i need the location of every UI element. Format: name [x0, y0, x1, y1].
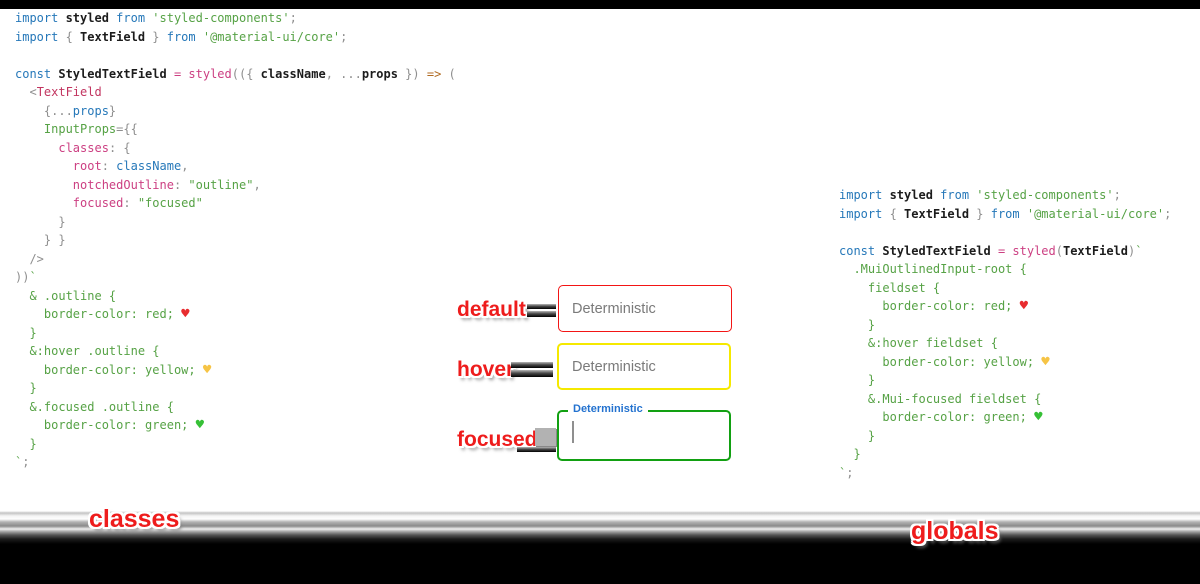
marker-box	[535, 428, 556, 446]
textfield-default-placeholder: Deterministic	[572, 300, 656, 317]
annotation-hover: hover	[457, 358, 515, 381]
textfield-focused-label: Deterministic	[568, 403, 648, 415]
textfield-default[interactable]: Deterministic	[558, 285, 732, 332]
caption-classes: classes	[89, 505, 180, 533]
marker-line	[527, 311, 556, 317]
globals-code-block: import styled from 'styled-components';i…	[839, 188, 1172, 480]
window-top-bar	[0, 0, 1200, 9]
bottom-fade-strip: classes globals	[0, 500, 1200, 584]
marker-line	[527, 304, 556, 309]
marker-line	[517, 447, 556, 452]
text-caret	[572, 421, 574, 443]
textfield-hover-placeholder: Deterministic	[572, 358, 656, 375]
caption-globals: globals	[911, 517, 999, 545]
classes-code-block: import styled from 'styled-components';i…	[15, 11, 456, 469]
annotation-default: default	[457, 298, 526, 321]
marker-line	[511, 362, 553, 368]
textfield-focused[interactable]: Deterministic	[557, 403, 731, 461]
marker-line	[511, 370, 553, 377]
textfield-hover[interactable]: Deterministic	[557, 343, 731, 390]
annotation-focused: focused	[457, 428, 538, 451]
